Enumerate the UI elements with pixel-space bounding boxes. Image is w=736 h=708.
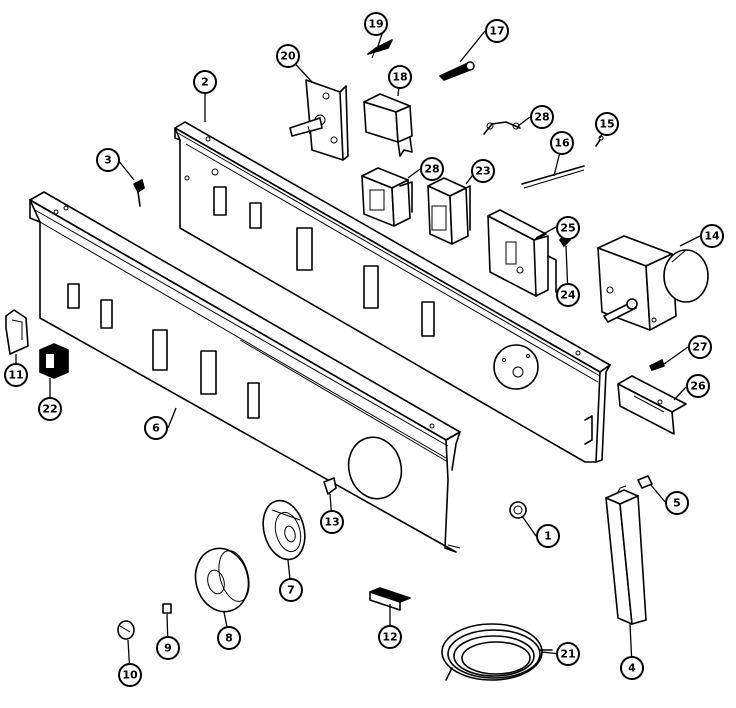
callout-8: 8 [217,626,241,650]
callout-18: 18 [388,65,412,89]
callout-1: 1 [536,524,560,548]
dial-knob-7 [262,499,306,561]
callout-25: 25 [556,216,580,240]
callout-17: 17 [485,19,509,43]
wire-lead-28 [483,121,521,135]
svg-text:2: 2 [201,76,209,89]
callouts: 1 2 3 4 5 6 7 8 9 10 11 12 13 14 15 16 1… [4,12,724,687]
callout-16: 16 [550,131,574,155]
clip-13 [323,477,337,495]
svg-text:3: 3 [104,154,112,167]
svg-text:23: 23 [475,165,490,178]
svg-text:10: 10 [122,669,138,682]
button-12 [369,587,411,611]
callout-15: 15 [595,112,619,136]
svg-text:18: 18 [392,71,407,84]
svg-text:28: 28 [534,111,549,124]
svg-text:14: 14 [704,230,720,243]
callout-27: 27 [688,335,712,359]
switch-module-23 [427,177,471,245]
svg-text:27: 27 [692,341,707,354]
svg-text:20: 20 [280,50,296,63]
dial-skirt-8 [194,547,250,613]
callout-5: 5 [665,491,689,515]
callout-21: 21 [556,642,580,666]
screw-19 [367,39,393,59]
svg-text:24: 24 [560,289,576,302]
callout-14: 14 [700,224,724,248]
svg-text:7: 7 [287,584,295,597]
callout-23: 23 [471,159,495,183]
callout-4: 4 [620,656,644,680]
callout-11: 11 [4,363,28,387]
switch-22 [39,343,69,379]
pin-15 [595,135,604,147]
svg-text:19: 19 [368,18,383,31]
svg-text:25: 25 [560,222,575,235]
rocker-switch-11 [5,309,29,355]
rear-control-panel [174,121,611,463]
callout-22: 22 [38,397,62,421]
callout-28-switch: 28 [420,157,444,181]
svg-text:13: 13 [324,516,339,529]
knob-1 [509,501,527,519]
svg-text:11: 11 [8,369,23,382]
mounting-bracket-20 [289,79,349,161]
clip-9 [162,603,172,614]
svg-text:4: 4 [628,662,636,675]
callout-12: 12 [378,625,402,649]
switch-module-28 [361,167,413,227]
timer-motor-14 [597,235,709,331]
rod-16 [521,165,585,189]
callout-24: 24 [556,283,580,307]
callout-26: 26 [686,374,710,398]
switch-bracket-25 [487,209,557,297]
svg-text:28: 28 [424,163,439,176]
svg-text:9: 9 [164,642,172,655]
svg-text:12: 12 [382,631,397,644]
knob-10 [117,620,135,640]
callout-2: 2 [193,70,217,94]
svg-text:15: 15 [599,118,614,131]
callout-9: 9 [156,636,180,660]
trim-bar-4 [605,485,647,625]
svg-text:16: 16 [554,137,570,150]
svg-text:8: 8 [225,632,233,645]
svg-text:21: 21 [560,648,575,661]
callout-7: 7 [279,578,303,602]
svg-text:5: 5 [673,497,681,510]
wire-harness-21 [441,623,553,681]
screw-17 [439,61,475,81]
svg-text:6: 6 [152,422,160,435]
callout-28-wire: 28 [530,105,554,129]
svg-text:1: 1 [544,530,552,543]
callout-10: 10 [118,663,142,687]
callout-19: 19 [364,12,388,36]
svg-text:22: 22 [42,403,57,416]
callout-3: 3 [96,148,120,172]
front-control-panel [29,191,461,553]
callout-20: 20 [276,44,300,68]
screw-3 [133,179,145,207]
relay-18 [363,93,413,157]
callout-6: 6 [144,416,168,440]
svg-text:26: 26 [690,380,706,393]
clip-5 [637,475,653,489]
callout-13: 13 [320,510,344,534]
circuit-board-26 [617,375,687,435]
screw-27 [649,359,665,371]
svg-text:17: 17 [489,25,504,38]
